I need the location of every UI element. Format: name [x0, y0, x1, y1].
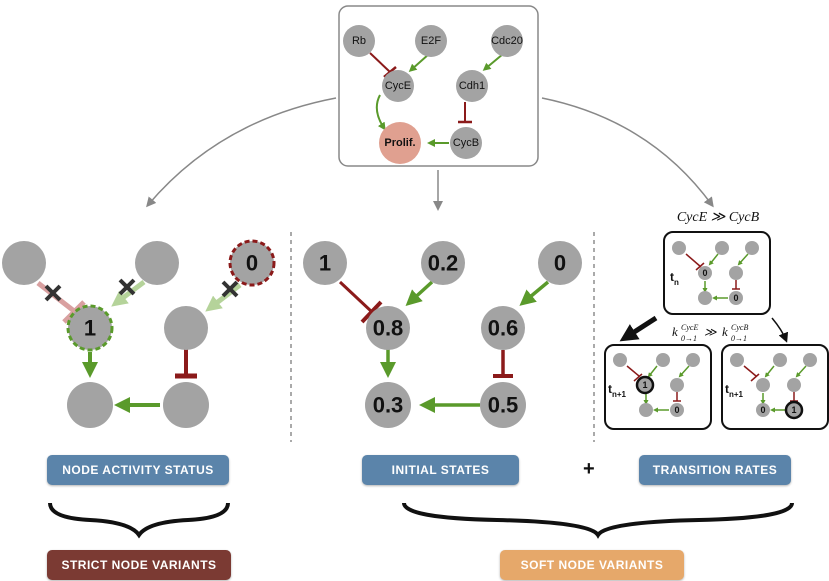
cross-icon	[118, 278, 136, 296]
svg-text:0→1: 0→1	[681, 334, 697, 343]
arrow-to-right-panel	[541, 97, 714, 208]
mini-top-val-2: 0	[733, 293, 738, 303]
mini-right-val-1: 0	[760, 405, 765, 415]
node-prolif	[379, 122, 421, 164]
arrow-small-right	[771, 317, 789, 343]
mini-network-tn: 0 0 tn	[663, 231, 771, 315]
plus-sign: +	[583, 458, 595, 480]
svg-text:k: k	[672, 324, 678, 339]
svg-text:k: k	[722, 324, 728, 339]
cross-icon	[221, 280, 239, 298]
mini-right-val-2: 1	[791, 405, 796, 415]
top-network-box: Rb E2F Cdc20 CycE Cdh1 Prolif. CycB	[338, 5, 539, 167]
cross-icon	[44, 284, 62, 302]
mid-value-f: 0.3	[373, 393, 404, 418]
node-cdc20-label: Cdc20	[491, 35, 523, 47]
right-panel-title: CycE ≫ CycB	[677, 210, 760, 225]
time-label-left: tn+1	[608, 382, 627, 399]
left-panel-network: 0 1	[2, 239, 276, 428]
node-cyce-label: CycE	[385, 80, 411, 92]
mini-left-val-2: 0	[674, 405, 679, 415]
arrow-to-left-panel	[146, 97, 337, 208]
left-node-value-one: 1	[84, 316, 96, 341]
mid-value-e: 0.6	[488, 316, 519, 341]
node-rb-label: Rb	[352, 35, 366, 47]
strict-node-variants-button[interactable]: STRICT NODE VARIANTS	[47, 550, 231, 580]
transition-rates-button[interactable]: TRANSITION RATES	[639, 455, 791, 485]
node-e2f	[415, 25, 447, 57]
svg-text:CycE: CycE	[681, 323, 698, 332]
mid-value-c: 0	[554, 251, 566, 276]
time-label-right: tn+1	[725, 382, 744, 399]
node-cycb	[450, 127, 482, 159]
node-cdc20	[491, 25, 523, 57]
svg-text:CycB: CycB	[731, 323, 748, 332]
mini-left-val-1: 1	[642, 380, 647, 390]
node-cycb-label: CycB	[453, 137, 479, 149]
mid-value-a: 1	[319, 251, 331, 276]
arrow-big-left	[619, 315, 658, 342]
mid-value-b: 0.2	[428, 251, 459, 276]
brace-right	[402, 502, 794, 539]
mid-value-d: 0.8	[373, 316, 404, 341]
node-e2f-label: E2F	[421, 35, 441, 47]
node-cdh1	[456, 70, 488, 102]
rate-relation: k CycE 0→1 ≫ k CycB 0→1	[672, 323, 748, 343]
node-cyce	[382, 70, 414, 102]
node-cdh1-label: Cdh1	[459, 80, 485, 92]
right-panel: CycE ≫ CycB 0 0 tn k CycE	[604, 210, 829, 430]
mini-network-tn1-left: 1 0 tn+1	[604, 344, 712, 430]
node-activity-status-button[interactable]: NODE ACTIVITY STATUS	[47, 455, 229, 485]
mini-top-val-1: 0	[702, 268, 707, 278]
node-prolif-label: Prolif.	[384, 137, 415, 149]
left-node-value-zero: 0	[246, 251, 258, 276]
svg-text:0→1: 0→1	[731, 334, 747, 343]
time-label-tn: tn	[670, 270, 679, 287]
node-fixed-zero	[228, 239, 276, 287]
brace-left	[48, 502, 230, 539]
node-rb	[343, 25, 375, 57]
mid-value-g: 0.5	[488, 393, 519, 418]
svg-text:≫: ≫	[704, 325, 717, 339]
initial-states-button[interactable]: INITIAL STATES	[362, 455, 519, 485]
mini-network-tn1-right: 0 1 tn+1	[721, 344, 829, 430]
soft-node-variants-button[interactable]: SOFT NODE VARIANTS	[500, 550, 684, 580]
node-fixed-one	[66, 304, 114, 352]
middle-panel-network: 1 0.2 0 0.8 0.6 0.3 0.5	[303, 241, 582, 428]
